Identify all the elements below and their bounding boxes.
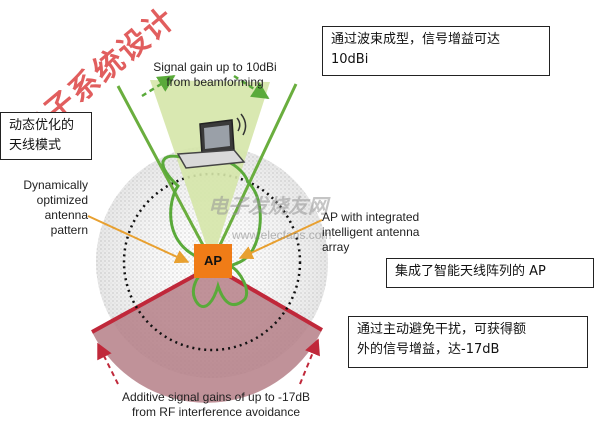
wifi-icon [236,113,247,136]
watermark-grey: 电子发烧友网 [208,194,328,218]
dynamic-pattern-arrow [87,215,190,264]
antenna-pattern [161,154,262,309]
watermark-url: www.elecfans.com [232,228,332,242]
dynamic-pattern-label: Dynamically optimized antenna pattern [23,178,88,237]
interference-arrow-right [299,338,320,385]
interference-sector [92,266,322,403]
beamforming-label: Signal gain up to 10dBi from beamforming [153,60,277,89]
interference-arrow-left [97,342,119,385]
interference-note: 通过主动避免干扰，可获得额 外的信号增益，达-17dB [348,316,588,368]
beam-arrow-left [141,74,176,98]
ap-integrated-label: AP with integrated intelligent antenna a… [322,210,420,254]
ap-integrated-arrow [238,219,323,260]
dynamic-pattern-note: 动态优化的 天线模式 [0,112,92,160]
beamforming-note: 通过波束成型，信号增益可达 10dBi [322,26,550,76]
beam-edges [116,83,298,263]
beam-arrow-right [233,74,270,100]
interference-avoidance-label: Additive signal gains of up to -17dB fro… [121,390,311,419]
laptop-icon [176,119,246,169]
integrated-ap-note: 集成了智能天线阵列的 AP [386,258,594,288]
access-point: AP [194,244,232,278]
